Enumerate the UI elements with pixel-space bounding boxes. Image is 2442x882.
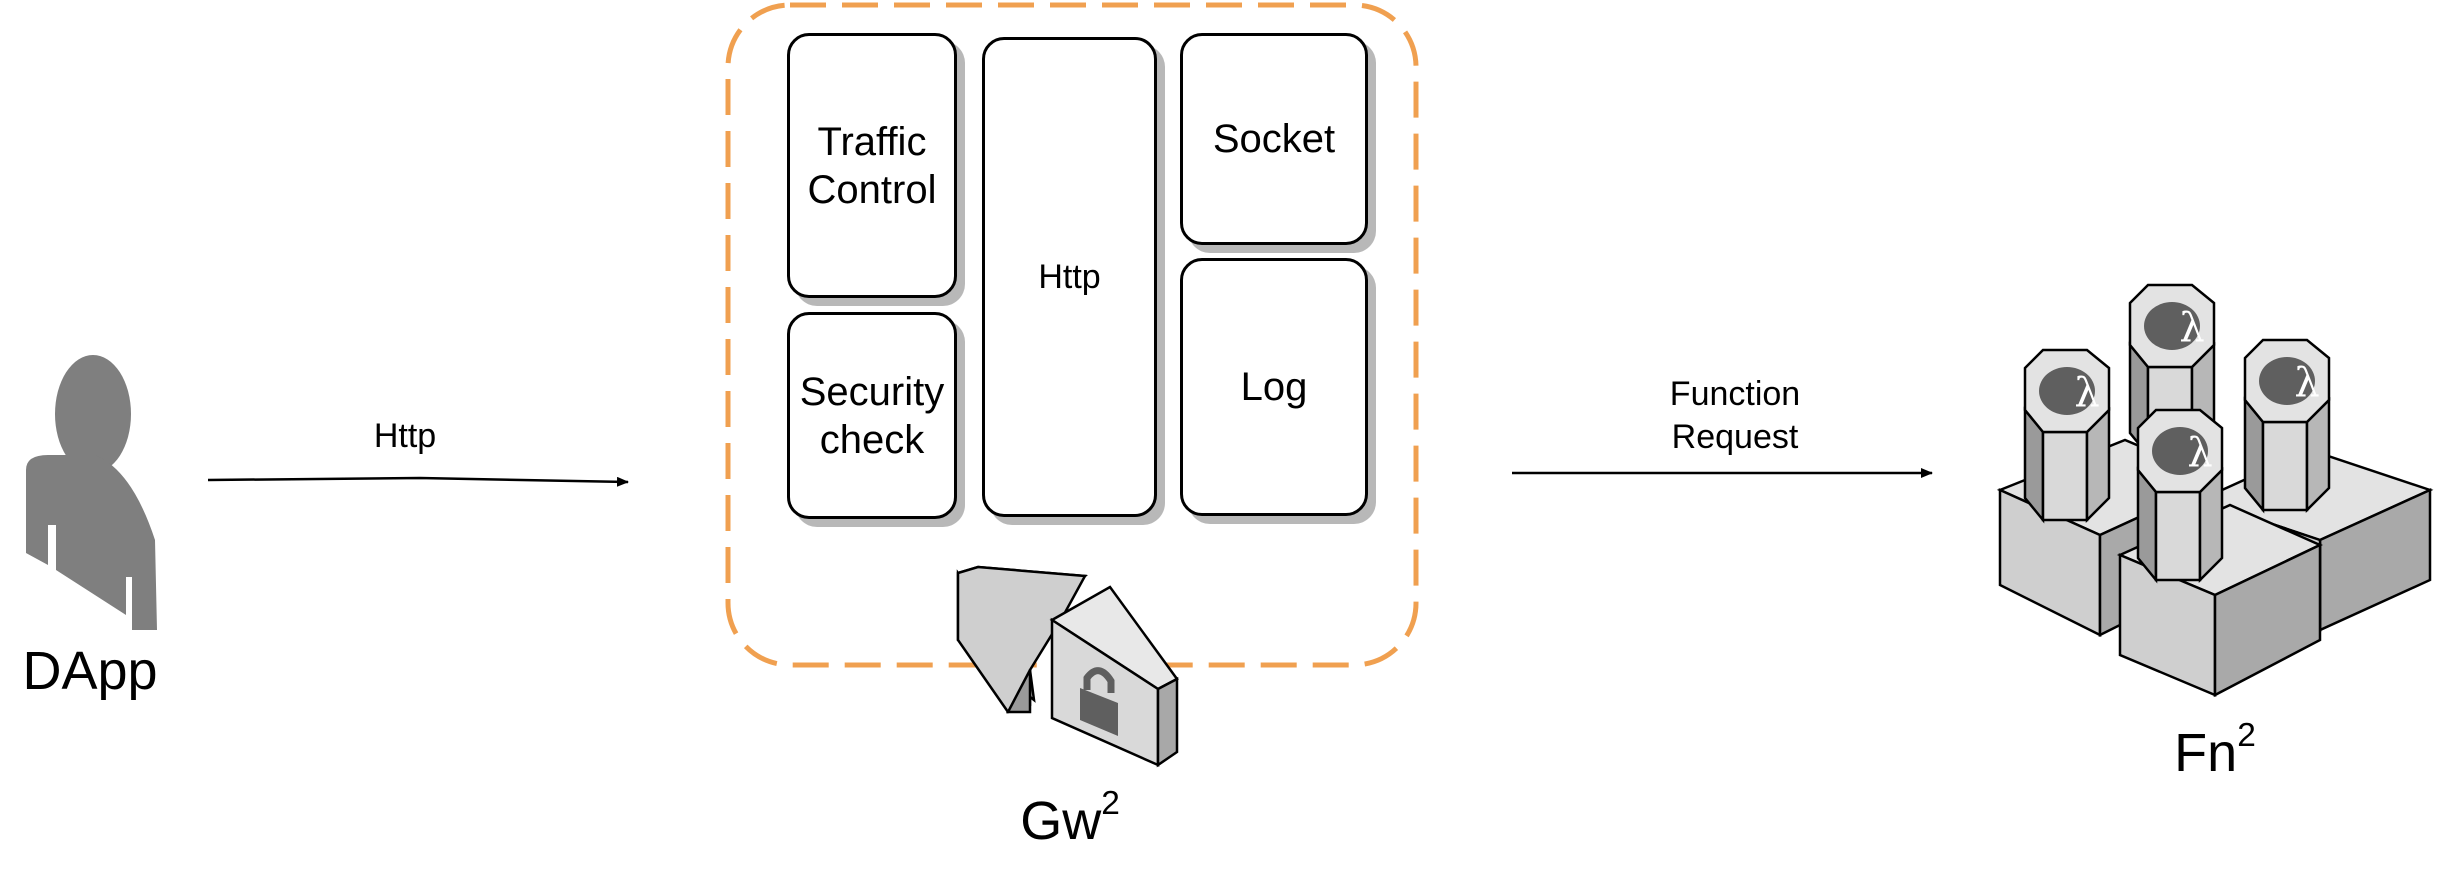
gateway-label: Gw2: [1000, 785, 1140, 852]
module-traffic-control: Traffic Control: [787, 33, 957, 298]
module-traffic-control-label: Traffic Control: [807, 119, 937, 212]
lambda-glyph: λ: [2294, 360, 2320, 406]
functions-label-sup: 2: [2237, 716, 2256, 754]
functions-label: Fn2: [2150, 717, 2280, 784]
module-security-check: Security check: [787, 312, 957, 519]
module-socket-label: Socket: [1212, 117, 1336, 161]
http-edge-label: Http: [373, 417, 437, 455]
http-arrow: [207, 476, 629, 487]
lambda-glyph: λ: [2187, 430, 2213, 476]
functions-label-base: Fn: [2174, 723, 2238, 783]
lambda-glyph: λ: [2179, 305, 2205, 351]
module-http: Http: [982, 37, 1157, 517]
function-cluster-icon: [1996, 283, 2434, 698]
gateway-label-base: Gw: [1020, 791, 1102, 851]
module-log: Log: [1180, 258, 1368, 516]
lambda-glyph: λ: [2074, 370, 2100, 416]
function-request-label: Function Request: [1669, 375, 1801, 456]
module-http-label: Http: [1038, 257, 1101, 296]
gateway-label-sup: 2: [1101, 784, 1120, 822]
gateway-appliance-icon: [956, 565, 1179, 768]
module-log-label: Log: [1240, 365, 1308, 409]
module-socket: Socket: [1180, 33, 1368, 245]
module-security-check-label: Security check: [799, 369, 945, 462]
dapp-user-icon: [26, 355, 157, 630]
dapp-label: DApp: [22, 641, 158, 701]
